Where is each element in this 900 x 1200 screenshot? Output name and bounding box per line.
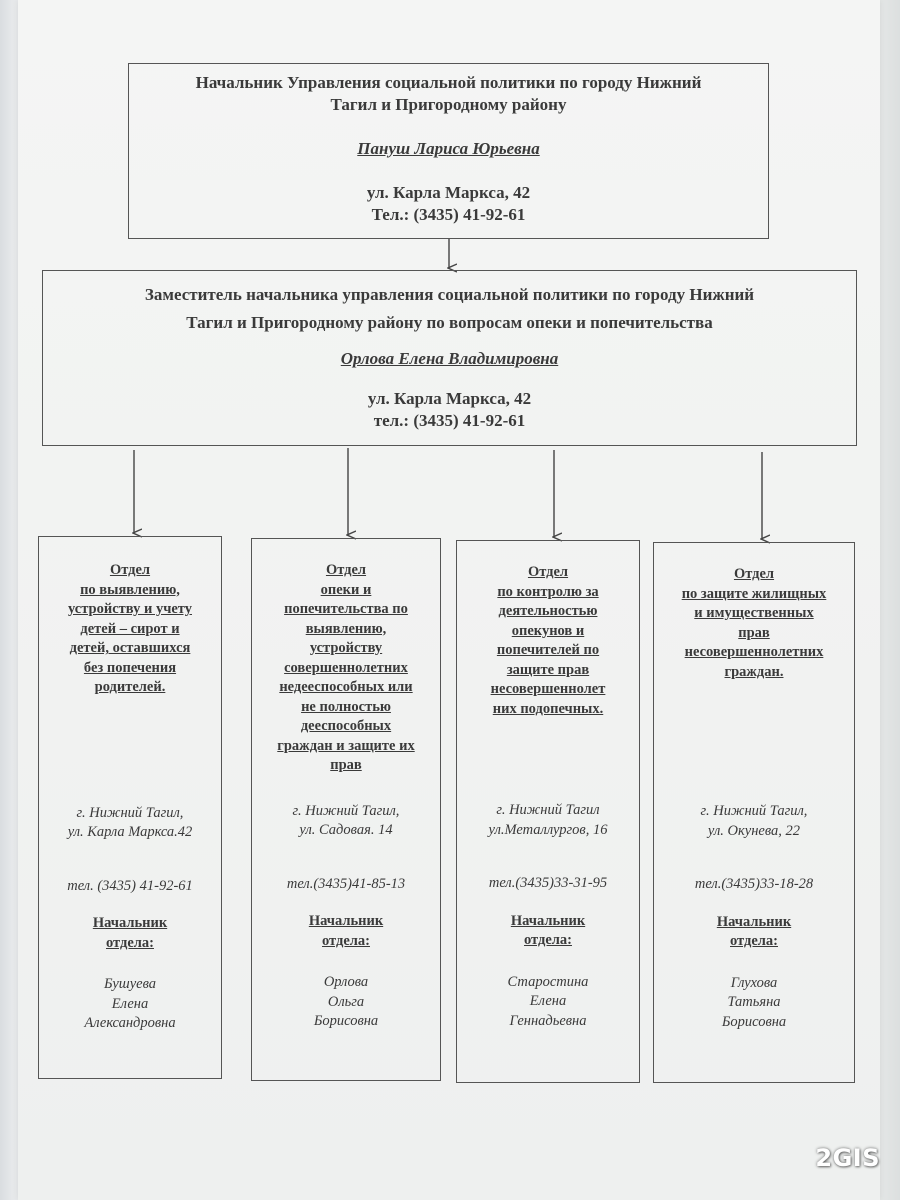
department-1-person-2: Елена <box>111 995 149 1012</box>
department-1-phone: тел. (3435) 41-92-61 <box>67 877 193 894</box>
department-2-person-1: Орлова <box>323 974 369 990</box>
department-2-head-label-2: отдела: <box>322 932 370 949</box>
deputy-box: Заместитель начальника управления социал… <box>42 270 857 446</box>
department-4-head-label-2: отдела: <box>730 933 778 949</box>
department-2-head-label-1: Начальник <box>308 913 384 929</box>
deputy-name: Орлова Елена Владимировна <box>340 349 559 368</box>
department-3-street: ул.Металлургов, 16 <box>488 821 608 838</box>
department-4-head-label-1: Начальник <box>716 913 792 930</box>
deputy-title-line1: Заместитель начальника управления социал… <box>144 285 755 304</box>
department-4-phone: тел.(3435)33-18-28 <box>694 876 814 892</box>
department-2-person-3: Борисовна <box>313 1013 379 1029</box>
department-3-city: г. Нижний Тагил <box>496 802 600 818</box>
department-4-person-3: Борисовна <box>721 1013 787 1030</box>
department-4-street: ул. Окунева, 22 <box>707 822 801 839</box>
deputy-address: ул. Карла Маркса, 42 <box>367 389 532 408</box>
department-3-person-2: Елена <box>529 993 567 1009</box>
department-1-head-label-1: Начальник <box>92 915 168 931</box>
department-1-city: г. Нижний Тагил, <box>76 804 184 821</box>
head-title-line2: Тагил и Пригородному району <box>330 95 567 114</box>
department-4-city: г. Нижний Тагил, <box>700 803 808 819</box>
department-1-title: Отдел по выявлению, устройству и учету д… <box>67 562 192 695</box>
head-phone: Тел.: (3435) 41-92-61 <box>371 205 526 224</box>
department-2-title: Отдел опеки и попечительства по выявлени… <box>277 562 415 773</box>
department-box-4: Отдел по защите жилищных и имущественных… <box>653 542 855 1083</box>
deputy-phone: тел.: (3435) 41-92-61 <box>373 411 526 430</box>
paper-sheet <box>18 0 880 1200</box>
department-3-phone: тел.(3435)33-31-95 <box>488 875 608 891</box>
head-box: Начальник Управления социальной политики… <box>128 63 769 239</box>
head-name: Пануш Лариса Юрьевна <box>357 139 540 158</box>
department-4-person-2: Татьяна <box>727 994 781 1010</box>
department-3-head-label-2: отдела: <box>524 932 572 948</box>
department-1-person-1: Бушуева <box>103 976 157 992</box>
head-title-line1: Начальник Управления социальной политики… <box>195 73 702 92</box>
deputy-title-line2: Тагил и Пригородному району по вопросам … <box>186 313 713 332</box>
department-box-2: Отдел опеки и попечительства по выявлени… <box>251 538 441 1081</box>
department-4-person-1: Глухова <box>730 974 778 991</box>
department-1-person-3: Александровна <box>84 1015 176 1031</box>
department-2-phone: тел.(3435)41-85-13 <box>286 875 406 892</box>
department-3-person-3: Геннадьевна <box>509 1012 587 1029</box>
watermark-logo: 2GIS <box>815 1144 880 1172</box>
department-2-street: ул. Садовая. 14 <box>299 822 393 838</box>
department-3-head-label-1: Начальник <box>510 912 586 929</box>
department-2-city: г. Нижний Тагил, <box>292 802 400 819</box>
department-box-3: Отдел по контролю за деятельностью опеку… <box>456 540 640 1083</box>
department-3-title: Отдел по контролю за деятельностью опеку… <box>490 564 606 717</box>
head-address: ул. Карла Маркса, 42 <box>366 183 531 202</box>
department-4-title: Отдел по защите жилищных и имущественных… <box>681 566 827 680</box>
department-3-person-1: Старостина <box>507 973 589 990</box>
department-1-head-label-2: отдела: <box>106 934 154 951</box>
department-2-person-2: Ольга <box>327 993 365 1010</box>
department-1-street: ул. Карла Маркса.42 <box>67 824 193 840</box>
department-box-1: Отдел по выявлению, устройству и учету д… <box>38 536 222 1079</box>
